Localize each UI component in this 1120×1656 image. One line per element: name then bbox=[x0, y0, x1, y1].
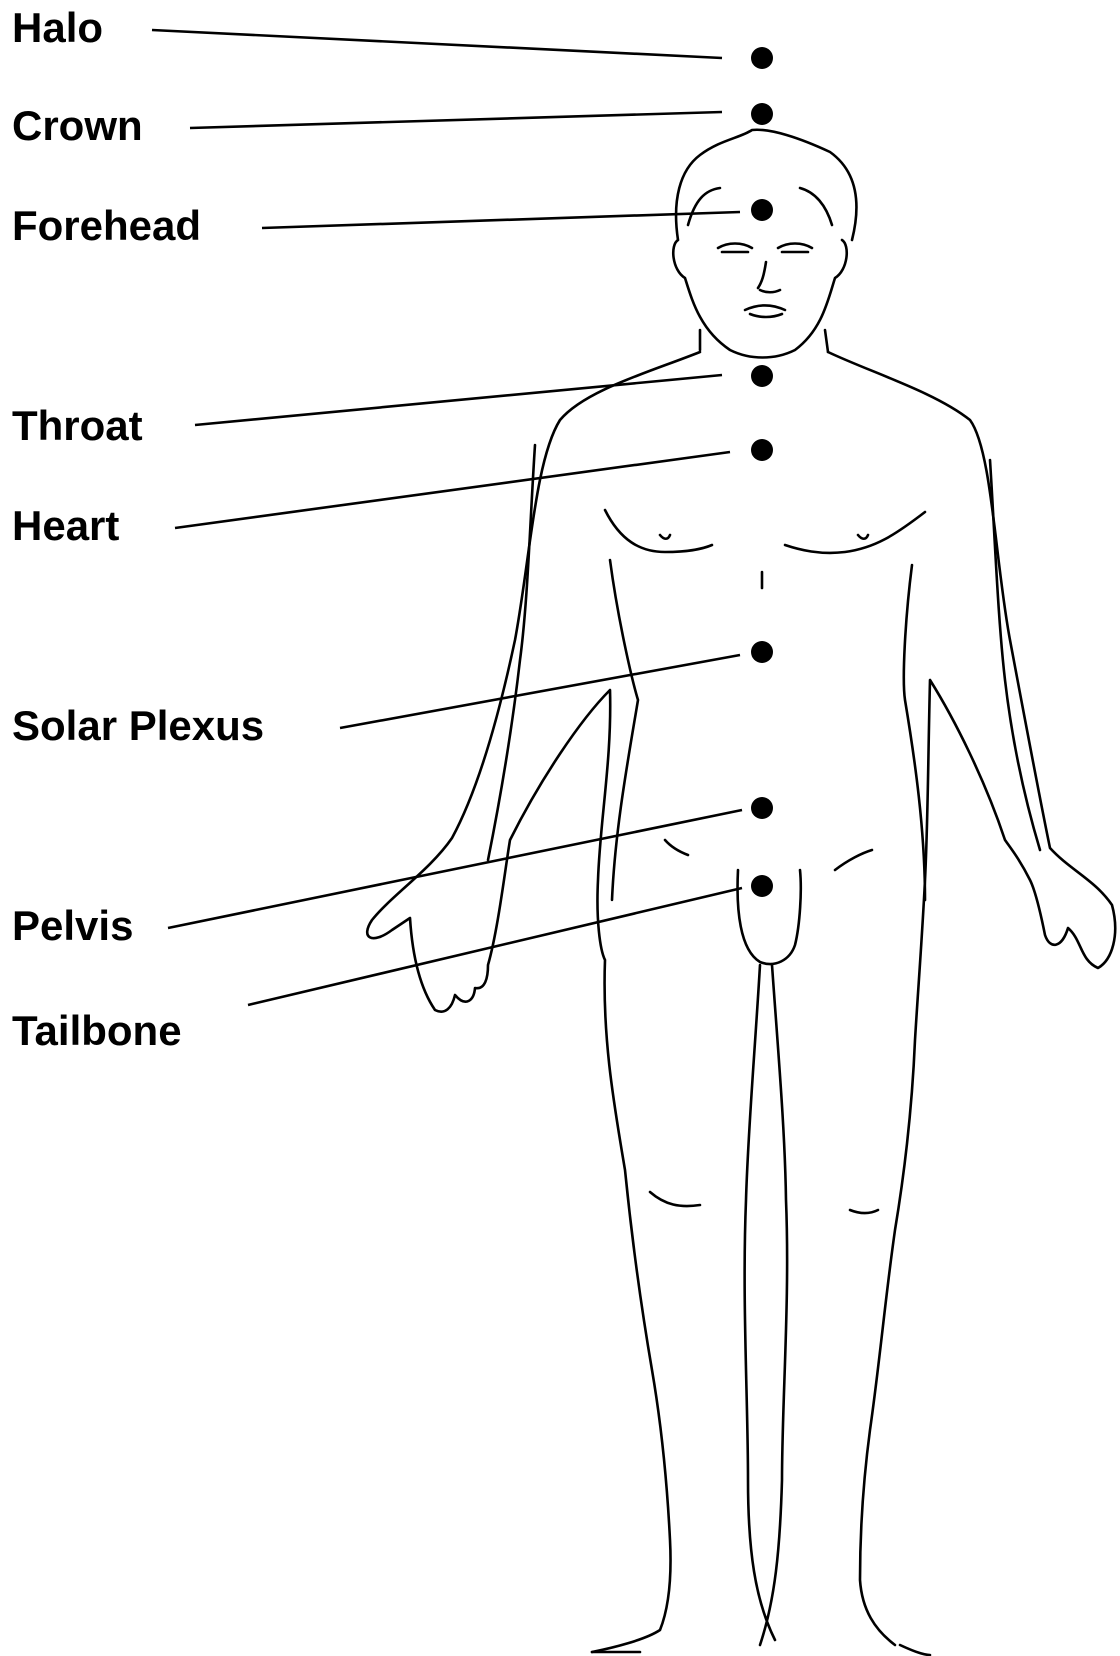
dot-forehead bbox=[751, 199, 773, 221]
leader-tailbone bbox=[248, 888, 742, 1005]
mouth bbox=[745, 306, 785, 318]
feet bbox=[592, 1645, 930, 1655]
leader-halo bbox=[152, 30, 722, 58]
nipple-left bbox=[660, 535, 670, 539]
right-inner-arm bbox=[990, 460, 1040, 850]
leader-pelvis bbox=[168, 810, 742, 928]
dot-crown bbox=[751, 103, 773, 125]
dot-throat bbox=[751, 365, 773, 387]
knee-right bbox=[850, 1210, 878, 1213]
left-body-outline bbox=[367, 352, 700, 1652]
dot-heart bbox=[751, 439, 773, 461]
label-halo: Halo bbox=[12, 4, 103, 51]
right-eye bbox=[778, 244, 812, 253]
human-figure bbox=[367, 130, 1115, 1655]
head-outline bbox=[673, 130, 856, 358]
inner-legs bbox=[745, 965, 787, 1645]
label-tailbone: Tailbone bbox=[12, 1007, 182, 1054]
leader-throat bbox=[195, 375, 722, 425]
leader-heart bbox=[175, 452, 730, 528]
label-solar-plexus: Solar Plexus bbox=[12, 702, 264, 749]
label-throat: Throat bbox=[12, 402, 143, 449]
dot-solar-plexus bbox=[751, 641, 773, 663]
left-torso-side bbox=[610, 560, 638, 900]
chakra-labels: Halo Crown Forehead Throat Heart Solar P… bbox=[12, 4, 264, 1054]
dot-pelvis bbox=[751, 797, 773, 819]
leader-solar-plexus bbox=[340, 655, 740, 728]
leader-lines bbox=[152, 30, 742, 1005]
right-torso-side bbox=[904, 565, 925, 900]
leader-crown bbox=[190, 112, 722, 128]
label-heart: Heart bbox=[12, 502, 119, 549]
groin bbox=[665, 840, 872, 964]
label-crown: Crown bbox=[12, 102, 143, 149]
label-pelvis: Pelvis bbox=[12, 902, 133, 949]
knee-left bbox=[650, 1192, 700, 1206]
chest-lines bbox=[605, 510, 925, 553]
label-forehead: Forehead bbox=[12, 202, 201, 249]
nose bbox=[758, 262, 780, 292]
dot-halo bbox=[751, 47, 773, 69]
chakra-dots bbox=[751, 47, 773, 897]
leader-forehead bbox=[262, 212, 740, 228]
left-eye bbox=[718, 244, 752, 253]
dot-tailbone bbox=[751, 875, 773, 897]
nipple-right bbox=[858, 535, 868, 539]
